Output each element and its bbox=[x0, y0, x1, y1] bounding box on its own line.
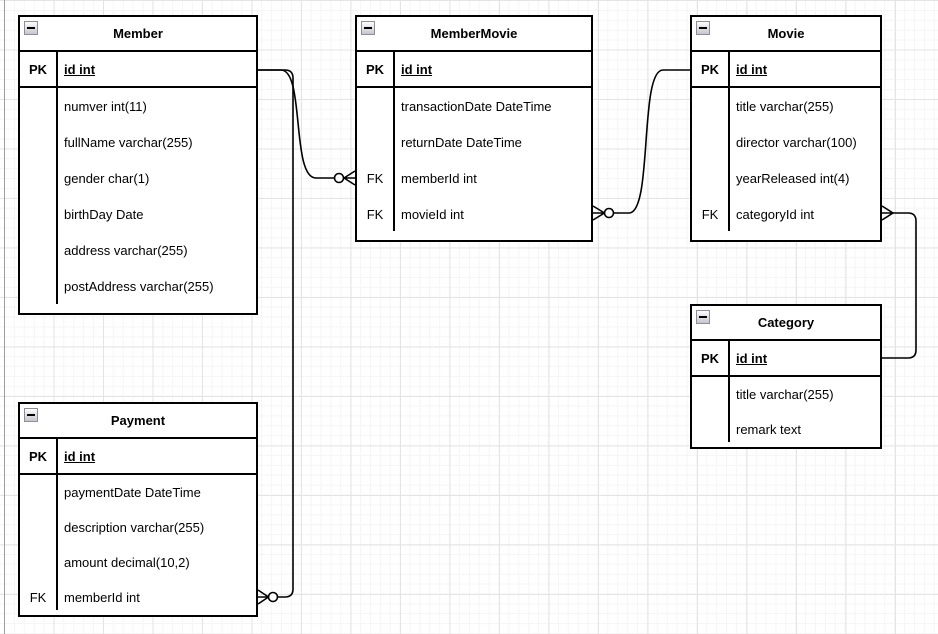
field-label: memberId int bbox=[64, 590, 140, 605]
minus-glyph bbox=[27, 27, 35, 29]
field-label: returnDate DateTime bbox=[401, 134, 522, 150]
relationship-member-payment[interactable] bbox=[257, 69, 294, 605]
entity-header: Movie bbox=[692, 17, 880, 52]
field-label: address varchar(255) bbox=[64, 242, 188, 258]
field-label: movieId int bbox=[401, 206, 464, 222]
relationship-movie-membermovie[interactable] bbox=[592, 69, 690, 221]
entity-movie[interactable]: Movie PK id int title varchar(255) direc… bbox=[690, 15, 882, 242]
field-row[interactable]: yearReleased int(4) bbox=[692, 160, 880, 196]
entity-title: Member bbox=[113, 26, 163, 41]
entity-member[interactable]: Member PK id int numver int(11) fullName… bbox=[18, 15, 258, 315]
collapse-minus-icon[interactable] bbox=[696, 21, 710, 35]
pk-row[interactable]: PK id int bbox=[692, 52, 880, 88]
pk-field-label: id int bbox=[64, 448, 96, 464]
minus-glyph bbox=[699, 27, 707, 29]
field-row[interactable]: FK categoryId int bbox=[692, 196, 880, 232]
column-divider bbox=[728, 52, 730, 231]
page-boundary-line bbox=[4, 0, 5, 634]
field-label: postAddress varchar(255) bbox=[64, 278, 214, 294]
field-label: yearReleased int(4) bbox=[736, 170, 850, 186]
field-row[interactable]: birthDay Date bbox=[20, 196, 256, 232]
pk-row[interactable]: PK id int bbox=[20, 439, 256, 475]
field-row[interactable]: FK memberId int bbox=[20, 580, 256, 615]
column-divider bbox=[393, 52, 395, 231]
field-row[interactable]: returnDate DateTime bbox=[357, 124, 591, 160]
field-label: paymentDate DateTime bbox=[64, 485, 201, 500]
field-label: title varchar(255) bbox=[736, 387, 834, 402]
pk-badge: PK bbox=[365, 61, 385, 77]
field-row[interactable]: paymentDate DateTime bbox=[20, 475, 256, 510]
collapse-minus-icon[interactable] bbox=[361, 21, 375, 35]
field-label: title varchar(255) bbox=[736, 98, 834, 114]
pk-badge: PK bbox=[28, 61, 48, 77]
field-label: numver int(11) bbox=[64, 98, 147, 114]
field-row[interactable]: FK movieId int bbox=[357, 196, 591, 232]
pk-badge: PK bbox=[28, 448, 48, 464]
pk-badge: PK bbox=[700, 350, 720, 366]
pk-badge: PK bbox=[700, 61, 720, 77]
field-label: fullName varchar(255) bbox=[64, 134, 193, 150]
minus-glyph bbox=[364, 27, 372, 29]
pk-field-label: id int bbox=[736, 61, 768, 77]
field-label: transactionDate DateTime bbox=[401, 98, 552, 114]
entity-title: Category bbox=[757, 315, 815, 330]
column-divider bbox=[56, 439, 58, 610]
collapse-minus-icon[interactable] bbox=[696, 310, 710, 324]
entity-title: Movie bbox=[767, 26, 805, 41]
pk-field-label: id int bbox=[401, 61, 433, 77]
field-row[interactable]: transactionDate DateTime bbox=[357, 88, 591, 124]
entity-header: MemberMovie bbox=[357, 17, 591, 52]
pk-row[interactable]: PK id int bbox=[20, 52, 256, 88]
pk-field-label: id int bbox=[64, 61, 96, 77]
column-divider bbox=[56, 52, 58, 304]
field-row[interactable]: FK memberId int bbox=[357, 160, 591, 196]
pk-row[interactable]: PK id int bbox=[357, 52, 591, 88]
field-label: categoryId int bbox=[736, 206, 815, 222]
collapse-minus-icon[interactable] bbox=[24, 408, 38, 422]
fk-badge: FK bbox=[366, 170, 384, 186]
fk-badge: FK bbox=[29, 590, 47, 605]
field-row[interactable]: gender char(1) bbox=[20, 160, 256, 196]
field-label: remark text bbox=[736, 422, 802, 437]
collapse-minus-icon[interactable] bbox=[24, 21, 38, 35]
relationship-category-movie[interactable] bbox=[881, 205, 917, 359]
entity-category[interactable]: Category PK id int title varchar(255) re… bbox=[690, 304, 882, 449]
entity-header: Member bbox=[20, 17, 256, 52]
field-row[interactable]: director varchar(100) bbox=[692, 124, 880, 160]
field-label: memberId int bbox=[401, 170, 477, 186]
field-row[interactable]: numver int(11) bbox=[20, 88, 256, 124]
entity-title: Payment bbox=[110, 413, 166, 428]
entity-title: MemberMovie bbox=[430, 26, 518, 41]
field-row[interactable]: postAddress varchar(255) bbox=[20, 268, 256, 304]
field-row[interactable]: description varchar(255) bbox=[20, 510, 256, 545]
fk-badge: FK bbox=[366, 206, 384, 222]
field-label: director varchar(100) bbox=[736, 134, 857, 150]
field-row[interactable]: title varchar(255) bbox=[692, 377, 880, 412]
minus-glyph bbox=[27, 414, 35, 416]
field-label: amount decimal(10,2) bbox=[64, 555, 190, 570]
field-label: description varchar(255) bbox=[64, 520, 205, 535]
entity-header: Payment bbox=[20, 404, 256, 439]
field-row[interactable]: amount decimal(10,2) bbox=[20, 545, 256, 580]
minus-glyph bbox=[699, 316, 707, 318]
field-label: gender char(1) bbox=[64, 170, 150, 186]
field-row[interactable]: fullName varchar(255) bbox=[20, 124, 256, 160]
pk-field-label: id int bbox=[736, 350, 768, 366]
field-row[interactable]: address varchar(255) bbox=[20, 232, 256, 268]
entity-header: Category bbox=[692, 306, 880, 341]
field-label: birthDay Date bbox=[64, 206, 144, 222]
field-row[interactable]: remark text bbox=[692, 412, 880, 447]
entity-membermovie[interactable]: MemberMovie PK id int transactionDate Da… bbox=[355, 15, 593, 242]
entity-payment[interactable]: Payment PK id int paymentDate DateTime d… bbox=[18, 402, 258, 617]
relationship-member-membermovie[interactable] bbox=[258, 69, 356, 186]
fk-badge: FK bbox=[701, 206, 719, 222]
field-row[interactable]: title varchar(255) bbox=[692, 88, 880, 124]
column-divider bbox=[728, 341, 730, 442]
pk-row[interactable]: PK id int bbox=[692, 341, 880, 377]
